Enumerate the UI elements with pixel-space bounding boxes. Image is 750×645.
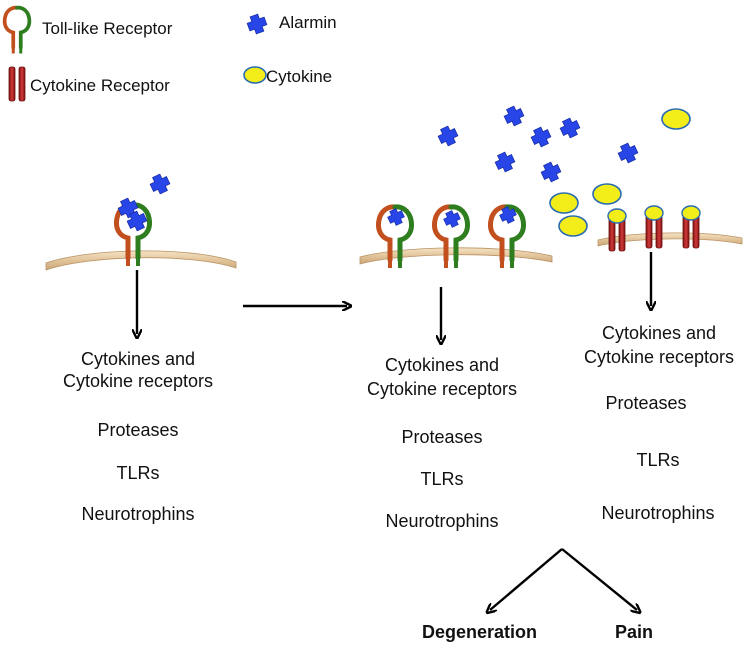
alarmin-free-3 xyxy=(528,124,554,150)
arrow-to-pain xyxy=(561,548,637,610)
cell-membrane-right xyxy=(597,232,743,247)
alarmin-left-3 xyxy=(147,171,173,197)
cell-membrane-left xyxy=(45,250,237,271)
legend-toll-like-receptor-label: Toll-like Receptor xyxy=(42,19,173,38)
left-neurotrophins: Neurotrophins xyxy=(81,504,195,524)
right-neurotrophins: Neurotrophins xyxy=(601,503,715,523)
alarmin-free-4 xyxy=(557,115,583,141)
alarmin-free-1 xyxy=(435,123,461,149)
cytokine-bound-3 xyxy=(681,205,701,221)
left-products-line-1: Cytokines and xyxy=(80,349,196,369)
alarmin-free-7 xyxy=(615,140,641,166)
cytokine-free-2 xyxy=(549,192,579,214)
middle-proteases: Proteases xyxy=(401,427,483,447)
middle-panel-cell xyxy=(359,205,553,268)
cytokine-free-1 xyxy=(661,108,691,130)
cytokine-bound-1 xyxy=(607,208,627,224)
legend-cytokine-receptor-label: Cytokine Receptor xyxy=(30,76,170,95)
cytokine-free-4 xyxy=(558,215,588,237)
alarmin-middle-bound-2 xyxy=(441,208,463,230)
left-proteases: Proteases xyxy=(97,420,179,440)
right-panel-cell xyxy=(549,108,743,252)
cytokine-bound-2 xyxy=(644,205,664,221)
middle-products-line-2: Cytokine receptors xyxy=(366,379,518,399)
cytokine-free-3 xyxy=(592,183,622,205)
cytokine-legend-icon xyxy=(243,66,267,84)
alarmin-free-2 xyxy=(501,103,527,129)
middle-products-line-1: Cytokines and xyxy=(384,355,500,375)
outcome-pain: Pain xyxy=(615,622,654,642)
legend-cytokine-label: Cytokine xyxy=(266,67,333,86)
right-products-line-2: Cytokine receptors xyxy=(583,347,735,367)
arrow-to-degeneration xyxy=(490,548,563,610)
alarmin-free-6 xyxy=(538,159,564,185)
middle-neurotrophins: Neurotrophins xyxy=(385,511,499,531)
right-products-line-1: Cytokines and xyxy=(601,323,717,343)
left-products-line-2: Cytokine receptors xyxy=(62,371,214,391)
middle-tlrs: TLRs xyxy=(420,469,464,489)
toll-like-receptor-legend-icon xyxy=(2,5,32,56)
legend-alarmin-label: Alarmin xyxy=(279,13,337,32)
right-tlrs: TLRs xyxy=(636,450,680,470)
free-alarmins xyxy=(435,103,641,185)
cytokine-receptor-legend-icon xyxy=(8,66,26,102)
alarmin-free-5 xyxy=(492,149,518,175)
right-proteases: Proteases xyxy=(605,393,687,413)
left-panel-cell xyxy=(45,171,237,271)
left-tlrs: TLRs xyxy=(116,463,160,483)
alarmin-legend-icon xyxy=(245,12,269,36)
legend xyxy=(2,5,269,102)
outcome-degeneration: Degeneration xyxy=(422,622,538,642)
